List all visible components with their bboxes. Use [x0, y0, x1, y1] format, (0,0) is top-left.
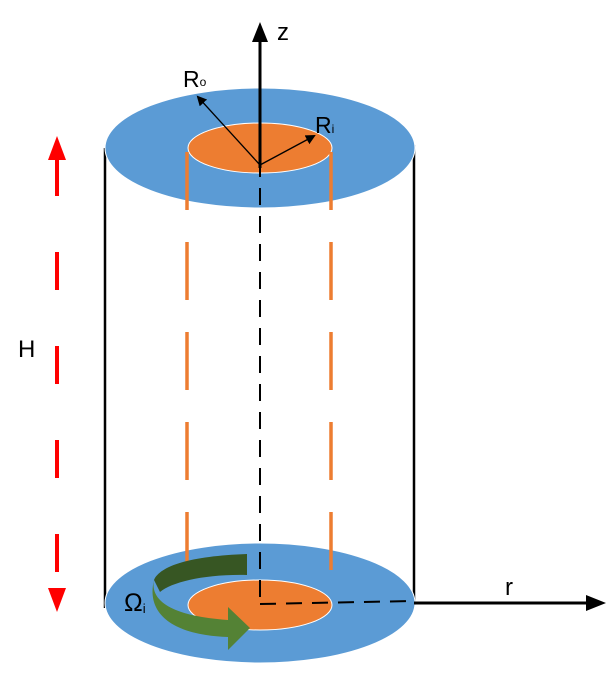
z-axis-arrowhead: [252, 22, 268, 42]
rotation-label: Ωi: [124, 589, 146, 617]
height-arrow-top-head: [48, 136, 66, 160]
height-label: H: [18, 336, 35, 363]
r-axis-label: r: [505, 574, 513, 601]
outer-radius-label: Ro: [183, 66, 207, 92]
inner-radius-arrow: [259, 135, 316, 166]
r-axis-arrowhead: [586, 595, 606, 611]
height-arrow-bottom-head: [48, 588, 66, 612]
rotation-arrow-front: [152, 580, 250, 650]
rotation-arrow-back: [154, 554, 247, 592]
inner-radius-label: Ri: [315, 112, 334, 138]
z-axis-label: z: [277, 19, 289, 46]
outer-radius-arrow: [196, 95, 261, 166]
